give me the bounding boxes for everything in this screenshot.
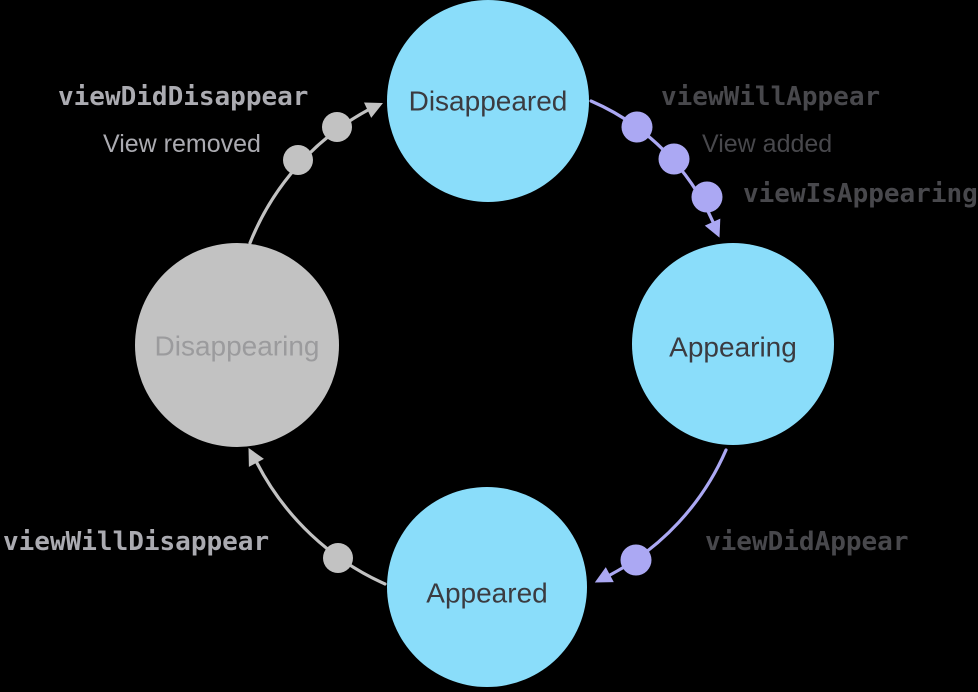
event-dot	[323, 543, 353, 573]
label-view-will-appear: viewWillAppear	[661, 82, 881, 112]
arrowhead-icon	[248, 447, 264, 467]
arrowhead-icon	[594, 567, 614, 583]
state-appeared: Appeared	[387, 487, 587, 687]
label-view-added: View added	[702, 130, 833, 158]
transition-appearing-to-appeared	[594, 448, 728, 583]
state-appearing-circle	[632, 243, 834, 445]
arrowhead-icon	[704, 218, 721, 238]
label-view-did-appear: viewDidAppear	[705, 527, 909, 557]
state-disappearing-circle	[135, 243, 339, 447]
event-dot	[621, 111, 653, 143]
event-dot	[620, 544, 652, 576]
event-dot	[691, 181, 723, 213]
transition-disappearing-to-disappeared	[248, 102, 383, 245]
transition-disappeared-to-appearing	[589, 99, 723, 238]
state-appearing-label: Appearing	[669, 332, 797, 363]
state-appeared-label: Appeared	[426, 578, 547, 609]
state-disappearing: Disappearing	[135, 243, 339, 447]
label-view-is-appearing: viewIsAppearing	[743, 179, 978, 209]
label-view-did-disappear: viewDidDisappear	[58, 82, 309, 112]
state-appeared-circle	[387, 487, 587, 687]
event-dot	[322, 112, 352, 142]
transition-arc	[255, 461, 387, 586]
label-view-will-disappear: viewWillDisappear	[3, 527, 270, 557]
state-appearing: Appearing	[632, 243, 834, 445]
event-dot	[658, 143, 690, 175]
event-dot	[283, 145, 313, 175]
state-disappeared: Disappeared	[387, 0, 589, 202]
arrowhead-icon	[364, 102, 383, 118]
state-disappearing-label: Disappearing	[155, 331, 320, 362]
state-disappeared-circle	[387, 0, 589, 202]
state-disappeared-label: Disappeared	[409, 86, 568, 117]
transition-appeared-to-disappearing	[248, 447, 387, 586]
label-view-removed: View removed	[103, 130, 261, 158]
